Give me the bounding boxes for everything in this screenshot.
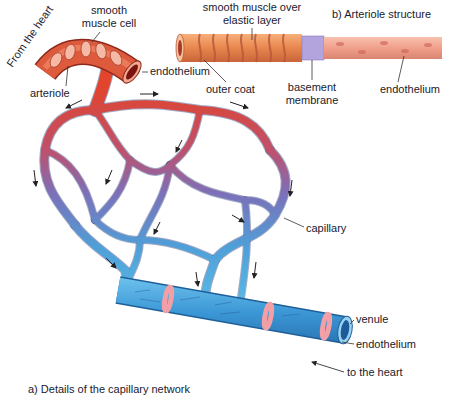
part-label: smooth muscle over elastic layer	[202, 1, 302, 27]
part-label: to the heart	[347, 366, 403, 379]
part-label: arteriole	[30, 87, 70, 100]
part-label: outer coat	[206, 83, 255, 96]
part-label: venule	[356, 313, 388, 326]
part-label: smooth muscle cell	[78, 4, 140, 30]
panel-caption: a) Details of the capillary network	[28, 383, 190, 396]
part-label: endothelium	[356, 338, 416, 351]
panel-caption: b) Arteriole structure	[332, 8, 431, 21]
part-label: capillary	[306, 222, 346, 235]
part-label: basement membrane	[280, 81, 344, 107]
part-label: endothelium	[150, 65, 210, 78]
part-label: endothelium	[380, 83, 440, 96]
